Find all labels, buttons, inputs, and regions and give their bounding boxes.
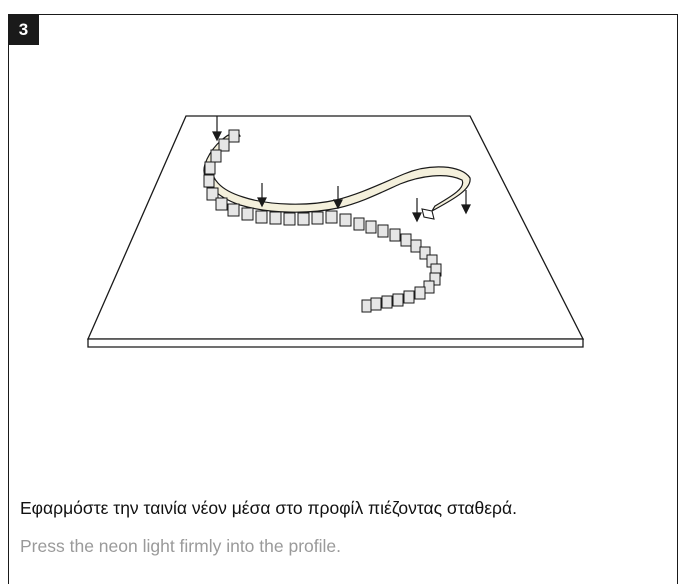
instruction-english: Press the neon light firmly into the pro… <box>20 536 341 556</box>
installation-illustration <box>87 115 585 348</box>
press-arrows <box>212 116 471 223</box>
mounting-board <box>87 115 585 348</box>
step-frame <box>8 14 678 584</box>
step-number-badge: 3 <box>8 14 39 45</box>
press-arrow-1 <box>212 116 222 142</box>
press-arrow-4 <box>412 198 422 223</box>
step-number: 3 <box>18 19 29 39</box>
instruction-greek: Εφαρμόστε την ταινία νέον μέσα στο προφί… <box>20 498 517 518</box>
press-arrow-3 <box>333 186 343 210</box>
press-arrow-5 <box>461 190 471 215</box>
press-arrow-2 <box>257 183 267 208</box>
mounting-clips <box>203 129 442 313</box>
